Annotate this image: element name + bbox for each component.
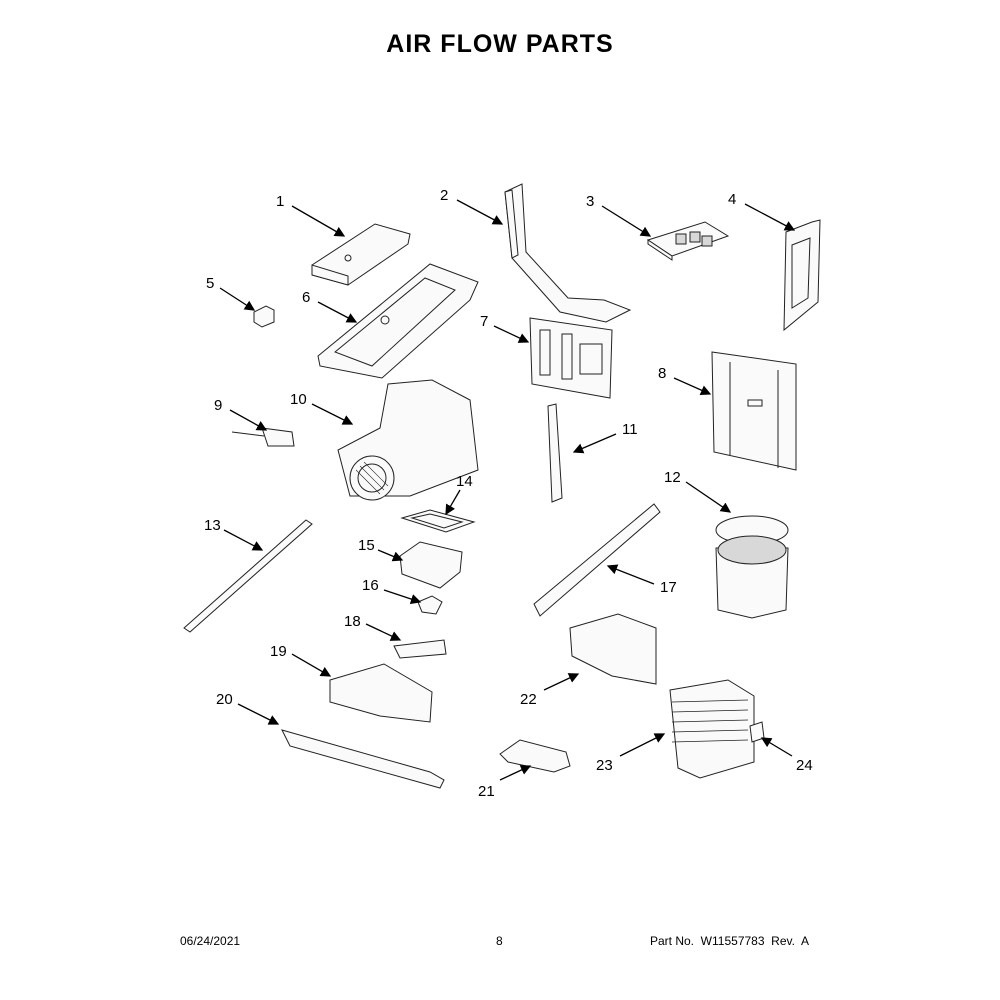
callout-24: 24 [796, 757, 813, 774]
part-14-filter-frame [400, 509, 476, 533]
part-11-strip [547, 403, 563, 503]
callout-17: 17 [660, 579, 677, 596]
part-23-magnetron [669, 679, 755, 779]
callout-16: 16 [362, 577, 379, 594]
callout-2: 2 [440, 187, 448, 204]
callout-9: 9 [214, 397, 222, 414]
callout-11: 11 [622, 421, 638, 438]
part-1-cover [311, 223, 411, 286]
part-9-sensor [231, 427, 295, 447]
part-12-motor [715, 515, 789, 619]
callout-arrows [219, 199, 796, 781]
part-10-blower [337, 379, 479, 501]
part-4-side-bracket [783, 219, 821, 332]
part-16-switch [417, 595, 443, 615]
part-7-panel [529, 317, 613, 399]
page-title: AIR FLOW PARTS [386, 30, 614, 58]
part-5-cap [253, 305, 275, 328]
part-15-duct [399, 541, 463, 589]
callout-1: 1 [276, 193, 284, 210]
callout-23: 23 [596, 757, 613, 774]
footer-part-number: Part No. W11557783 Rev. A [650, 934, 809, 948]
part-2-bracket [504, 183, 632, 323]
part-18-pad [393, 639, 447, 659]
callout-22: 22 [520, 691, 537, 708]
part-17-bar [533, 503, 661, 617]
callout-12: 12 [664, 469, 681, 486]
callout-5: 5 [206, 275, 214, 292]
part-13-rod [183, 519, 313, 633]
callout-19: 19 [270, 643, 287, 660]
part-22-box-bracket [569, 613, 657, 685]
footer-page-number: 8 [496, 934, 503, 948]
part-21-bracket [499, 739, 571, 773]
part-20-strip [281, 729, 445, 789]
part-3-board [646, 221, 730, 261]
part-8-rear-panel [711, 351, 797, 471]
callout-13: 13 [204, 517, 221, 534]
callout-18: 18 [344, 613, 361, 630]
part-24-connector [749, 721, 765, 743]
callout-3: 3 [586, 193, 594, 210]
callout-14: 14 [456, 473, 473, 490]
callout-10: 10 [290, 391, 307, 408]
footer-date: 06/24/2021 [180, 934, 241, 948]
callout-6: 6 [302, 289, 310, 306]
callout-21: 21 [478, 783, 495, 800]
callout-20: 20 [216, 691, 233, 708]
callout-7: 7 [480, 313, 488, 330]
callout-15: 15 [358, 537, 375, 554]
callout-4: 4 [728, 191, 736, 208]
part-19-chassis [329, 663, 433, 723]
callout-8: 8 [658, 365, 666, 382]
part-6-tray [317, 263, 479, 379]
